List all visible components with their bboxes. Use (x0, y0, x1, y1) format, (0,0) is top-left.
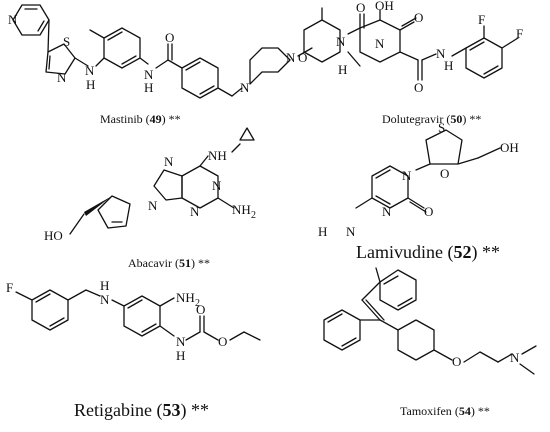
atom-oh-lam: OH (500, 140, 519, 155)
atom-n-retigabine2: N (176, 334, 186, 349)
atom-o-amide2: O (414, 80, 423, 95)
caption-abacavir: Abacavir (51) ** (128, 256, 210, 270)
atom-n-ring2: N (375, 36, 385, 51)
atom-n-piperazine1: N (240, 80, 250, 95)
atom-n-amine-lam: N (346, 224, 356, 239)
structure-retigabine: F N H NH 2 N H O O (6, 278, 261, 363)
atom-nh2-retigabine: NH (176, 290, 195, 305)
atom-n-purine2: N (190, 204, 200, 219)
caption-tamoxifen: Tamoxifen (54) ** (400, 404, 490, 418)
atom-h-amide: H (144, 80, 153, 95)
atom-o-tamoxifen: O (452, 354, 461, 369)
atom-o-carbonyl2: O (414, 10, 423, 25)
atom-nh2-abacavir: NH (232, 202, 251, 217)
caption-lamivudine: Lamivudine (52) ** (356, 242, 500, 262)
atom-f2: F (516, 26, 523, 41)
structure-lamivudine: N N O H N S O OH (318, 120, 519, 239)
atom-n-purine1: N (212, 178, 222, 193)
atom-o-amide: O (165, 30, 174, 45)
atom-h-stereo: H (338, 62, 347, 77)
atom-n-nh-abacavir: NH (208, 148, 227, 163)
atom-s-thiazole: S (63, 34, 70, 49)
structure-dolutegravir: O N O H N OH O O N H F F (298, 0, 523, 95)
structure-abacavir: NH N N N N NH 2 HO (44, 127, 256, 243)
atom-n-linker: N (85, 63, 95, 78)
atom-n3-lamivudine: N (382, 204, 392, 219)
atom-n-imidazole: N (164, 154, 174, 169)
atom-n-tamoxifen: N (510, 350, 520, 365)
structure-mastinib: N S N N H N H O N N (8, 4, 313, 99)
atom-ho-abacavir: HO (44, 228, 63, 243)
atom-n-retigabine1: N (100, 292, 110, 307)
atom-n-piperazine2: N (286, 50, 296, 65)
atom-n-ring1: N (336, 34, 346, 49)
atom-nh2-ret-sub: 2 (195, 298, 200, 309)
atom-n1-lamivudine: N (402, 168, 412, 183)
caption-dolutegravir: Dolutegravir (50) ** (382, 112, 482, 126)
atom-h-retigabine2: H (176, 348, 185, 363)
atom-nh2-sub: 2 (251, 210, 256, 221)
atom-n-thiazole: N (57, 70, 67, 85)
atom-o-carbamate2: O (218, 334, 227, 349)
structure-tamoxifen: O N (323, 267, 537, 375)
caption-mastinib: Mastinib (49) ** (100, 112, 181, 126)
atom-h-retigabine1: H (100, 278, 109, 293)
atom-f1: F (478, 12, 485, 27)
atom-n-glycosidic: N (148, 198, 158, 213)
atom-o-carbonyl-lam: O (424, 204, 433, 219)
atom-h-linker: H (86, 77, 95, 92)
atom-o-ring-lam: O (440, 166, 449, 181)
atom-n-amide: N (144, 67, 154, 82)
atom-o-carbonyl1: O (356, 0, 365, 15)
atom-f-retigabine: F (6, 280, 13, 295)
caption-retigabine: Retigabine (53) ** (74, 400, 209, 420)
atom-o-ring: O (298, 50, 307, 65)
atom-n-amide2: N (436, 46, 446, 61)
atom-h-amide2: H (444, 58, 453, 73)
atom-h2n-lam: H (318, 224, 327, 239)
atom-oh: OH (375, 0, 394, 13)
atom-n-pyridine: N (8, 12, 18, 27)
atom-s-lam: S (438, 120, 445, 135)
atom-o-carbamate1: O (196, 302, 205, 317)
